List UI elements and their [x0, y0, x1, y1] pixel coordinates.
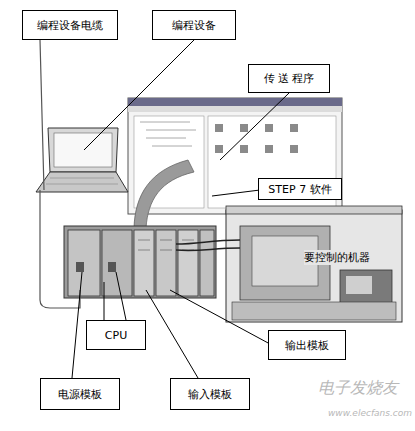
- callout-text: 编程设备: [172, 18, 216, 33]
- callout-text: CPU: [105, 329, 127, 342]
- callout-box: 编程设备: [152, 10, 236, 40]
- machine-tool: [226, 206, 402, 322]
- callout-text: 输出模板: [285, 338, 329, 353]
- callout-text: 电源模板: [58, 387, 102, 402]
- callout-box: STEP 7 软件: [258, 178, 342, 200]
- machine-label: 要控制的机器: [304, 250, 370, 265]
- machine-cable: [176, 240, 240, 251]
- watermark-url: www.elecfans.com: [328, 408, 412, 418]
- software-window: [128, 98, 342, 214]
- watermark: 电子发烧友: [318, 378, 398, 399]
- callout-text: 输入模板: [188, 387, 232, 402]
- plc-rack: [64, 226, 216, 298]
- callout-box: 编程设备电缆: [22, 10, 118, 40]
- callout-box: CPU: [86, 320, 146, 350]
- callout-box: 输入模板: [170, 378, 250, 410]
- callout-box: 传 送 程序: [248, 64, 330, 93]
- callout-text: STEP 7 软件: [268, 182, 331, 197]
- callout-box: 输出模板: [268, 330, 346, 360]
- callout-box: 电源模板: [40, 378, 120, 410]
- laptop: [36, 128, 128, 192]
- callout-text: 传 送 程序: [264, 71, 315, 86]
- callout-text: 编程设备电缆: [37, 18, 103, 33]
- programming-cable: [40, 40, 80, 308]
